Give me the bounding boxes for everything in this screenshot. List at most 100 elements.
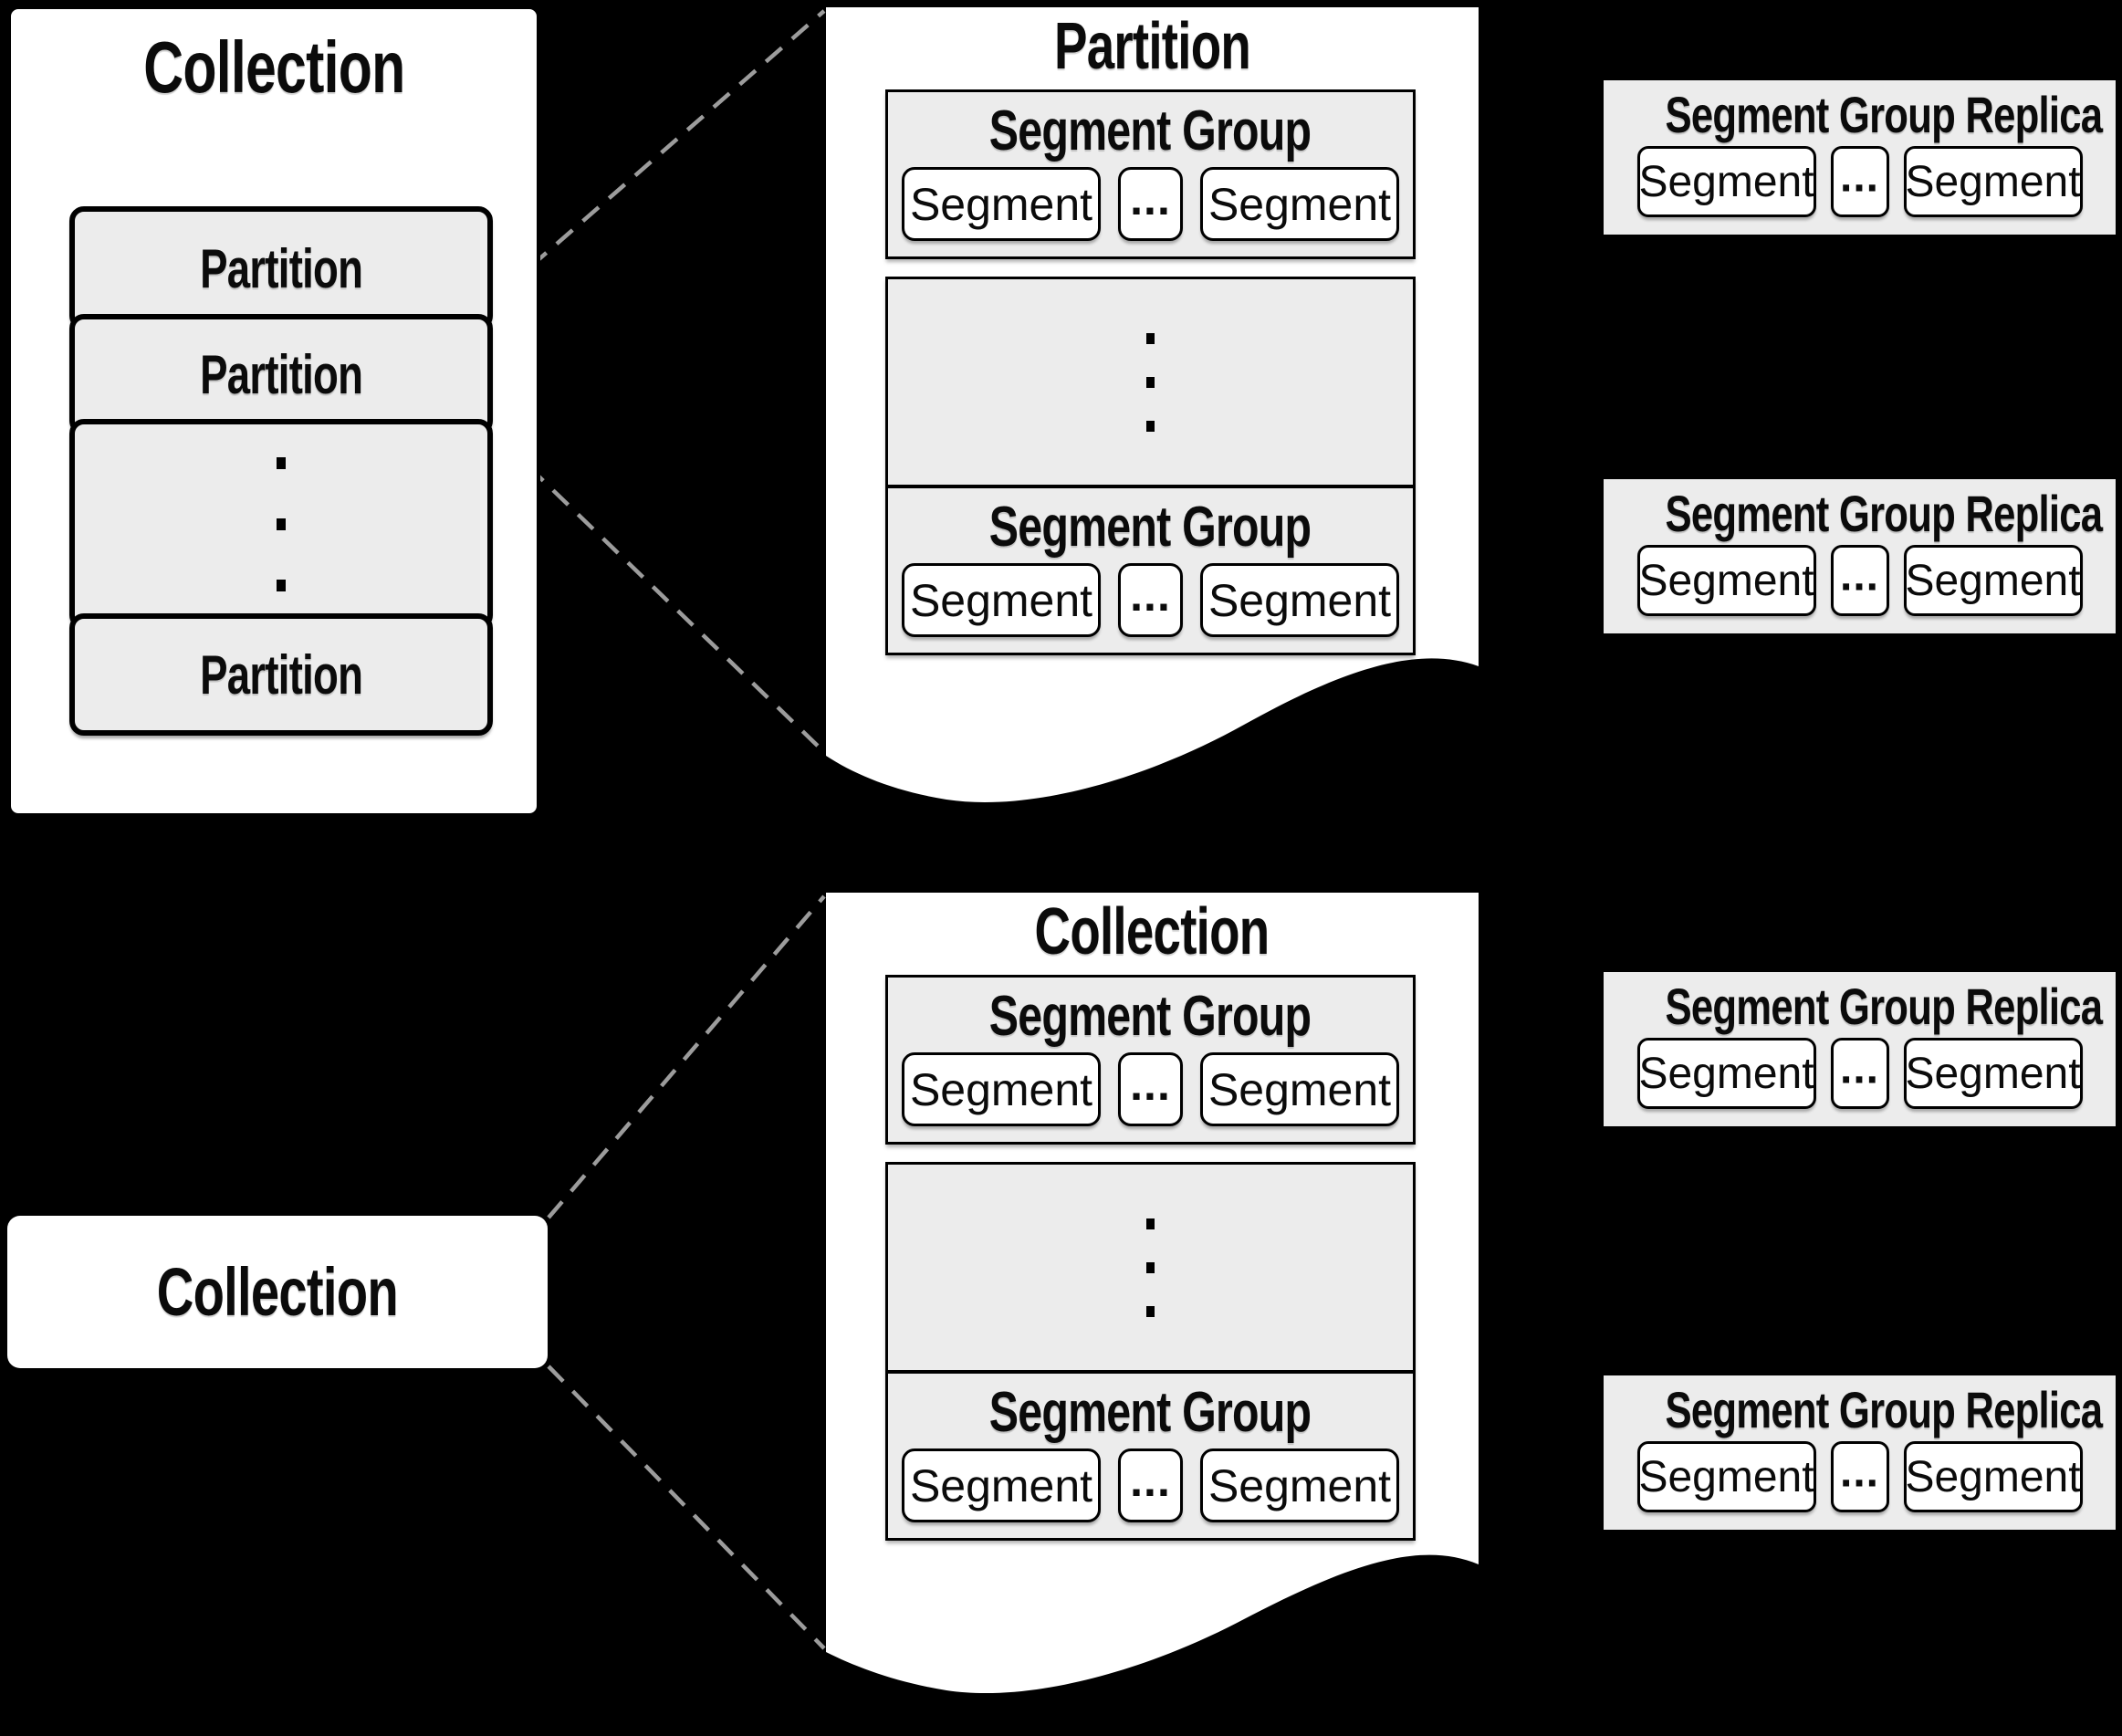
partition-row-3-label: Partition bbox=[199, 643, 363, 706]
horizontal-ellipsis: ... bbox=[1130, 569, 1171, 621]
segment-label: Segment bbox=[1905, 157, 2081, 206]
segment-group-replica-box: Segment Group Replica Segment ... Segmen… bbox=[1602, 78, 2117, 236]
segment-label: Segment bbox=[1638, 157, 1814, 206]
vertical-ellipsis-icon bbox=[1146, 1305, 1155, 1317]
horizontal-ellipsis: ... bbox=[1839, 1044, 1879, 1093]
horizontal-ellipsis: ... bbox=[1839, 1448, 1879, 1496]
segment-group-panel: Segment Group Segment ... Segment bbox=[885, 975, 1416, 1145]
segment-group-title-text: Segment Group bbox=[989, 1381, 1312, 1444]
partition-sheet-title-text: Partition bbox=[1053, 10, 1251, 83]
segment-box: Segment bbox=[902, 1448, 1101, 1522]
collection-detail-sheet: Collection Segment Group Segment ... Seg… bbox=[826, 893, 1479, 1714]
segment-box: Segment bbox=[1903, 1441, 2083, 1512]
connector-collection-to-sheet-bottom bbox=[547, 1365, 826, 1650]
segment-label: Segment bbox=[1638, 556, 1814, 605]
segment-label: Segment bbox=[909, 178, 1093, 230]
horizontal-ellipsis: ... bbox=[1839, 551, 1879, 600]
partition-row-2-label: Partition bbox=[199, 344, 363, 405]
replica-title-text: Segment Group Replica bbox=[1665, 485, 2104, 542]
segment-label: Segment bbox=[1638, 1049, 1814, 1098]
segment-group-title: Segment Group bbox=[888, 92, 1413, 162]
vertical-ellipsis-icon bbox=[277, 457, 286, 469]
segment-box: Segment bbox=[1903, 545, 2083, 616]
segment-ellipsis-box: ... bbox=[1830, 545, 1889, 616]
segment-box: Segment bbox=[902, 167, 1101, 241]
partition-row-1-label: Partition bbox=[199, 237, 363, 299]
segment-box: Segment bbox=[1200, 563, 1399, 637]
partition-row-2: Partition bbox=[69, 314, 493, 435]
segment-ellipsis-box: ... bbox=[1118, 1052, 1183, 1126]
segment-label: Segment bbox=[909, 574, 1093, 626]
segment-group-replica-box: Segment Group Replica Segment ... Segmen… bbox=[1602, 970, 2117, 1128]
segment-label: Segment bbox=[1207, 574, 1392, 626]
segment-label: Segment bbox=[1905, 1452, 2081, 1501]
segment-ellipsis-box: ... bbox=[1830, 1038, 1889, 1109]
segment-row: Segment ... Segment bbox=[1604, 545, 2116, 616]
segment-box: Segment bbox=[1636, 146, 1816, 217]
replica-title-text: Segment Group Replica bbox=[1665, 978, 2104, 1035]
horizontal-ellipsis: ... bbox=[1130, 1454, 1171, 1506]
segment-group-title-text: Segment Group bbox=[989, 496, 1312, 559]
segment-group-ellipsis-panel bbox=[885, 1162, 1416, 1373]
segment-ellipsis-box: ... bbox=[1118, 167, 1183, 241]
segment-group-ellipsis-panel bbox=[885, 277, 1416, 487]
segment-label: Segment bbox=[1638, 1452, 1814, 1501]
segment-group-title-text: Segment Group bbox=[989, 99, 1312, 162]
horizontal-ellipsis: ... bbox=[1130, 1058, 1171, 1110]
segment-box: Segment bbox=[1636, 1441, 1816, 1512]
segment-box: Segment bbox=[1636, 545, 1816, 616]
collection-node: Collection bbox=[7, 1216, 548, 1368]
vertical-ellipsis-icon bbox=[1146, 1218, 1155, 1229]
segment-box: Segment bbox=[1903, 146, 2083, 217]
segment-ellipsis-box: ... bbox=[1830, 146, 1889, 217]
collection-sheet-title: Collection bbox=[826, 895, 1479, 968]
segment-box: Segment bbox=[1200, 1448, 1399, 1522]
segment-group-panel: Segment Group Segment ... Segment bbox=[885, 486, 1416, 655]
vertical-ellipsis-icon bbox=[1146, 1261, 1155, 1273]
segment-label: Segment bbox=[1207, 1459, 1392, 1511]
segment-group-replica-box: Segment Group Replica Segment ... Segmen… bbox=[1602, 477, 2117, 635]
partition-row-1: Partition bbox=[69, 206, 493, 330]
horizontal-ellipsis: ... bbox=[1839, 152, 1879, 201]
segment-label: Segment bbox=[1207, 178, 1392, 230]
collection-sheet-title-text: Collection bbox=[1035, 895, 1270, 968]
segment-row: Segment ... Segment bbox=[888, 563, 1413, 637]
segment-row: Segment ... Segment bbox=[888, 1052, 1413, 1126]
replica-title: Segment Group Replica bbox=[1604, 479, 2116, 541]
horizontal-ellipsis: ... bbox=[1130, 173, 1171, 225]
collection-box-title: Collection bbox=[11, 29, 537, 106]
segment-ellipsis-box: ... bbox=[1118, 1448, 1183, 1522]
segment-box: Segment bbox=[1200, 167, 1399, 241]
partition-detail-sheet: Partition Segment Group Segment ... Segm… bbox=[826, 7, 1479, 820]
segment-row: Segment ... Segment bbox=[888, 1448, 1413, 1522]
segment-row: Segment ... Segment bbox=[1604, 146, 2116, 217]
segment-group-title: Segment Group bbox=[888, 978, 1413, 1047]
segment-label: Segment bbox=[909, 1459, 1093, 1511]
collection-node-label: Collection bbox=[156, 1254, 399, 1330]
collection-box-title-text: Collection bbox=[142, 26, 405, 108]
vertical-ellipsis-icon bbox=[1146, 376, 1155, 388]
replica-title: Segment Group Replica bbox=[1604, 80, 2116, 142]
segment-group-panel: Segment Group Segment ... Segment bbox=[885, 1371, 1416, 1541]
segment-label: Segment bbox=[909, 1063, 1093, 1115]
replica-title-text: Segment Group Replica bbox=[1665, 86, 2104, 143]
segment-box: Segment bbox=[902, 563, 1101, 637]
segment-row: Segment ... Segment bbox=[1604, 1038, 2116, 1109]
collection-box: Collection Partition Partition Partition bbox=[7, 5, 540, 817]
partition-row-3: Partition bbox=[69, 613, 493, 736]
segment-box: Segment bbox=[1636, 1038, 1816, 1109]
segment-group-title: Segment Group bbox=[888, 1374, 1413, 1443]
partition-sheet-title: Partition bbox=[826, 10, 1479, 83]
segment-ellipsis-box: ... bbox=[1118, 563, 1183, 637]
vertical-ellipsis-icon bbox=[1146, 332, 1155, 344]
segment-box: Segment bbox=[902, 1052, 1101, 1126]
connector-collection-to-sheet-top bbox=[547, 894, 826, 1219]
segment-box: Segment bbox=[1903, 1038, 2083, 1109]
replica-title: Segment Group Replica bbox=[1604, 1375, 2116, 1438]
replica-title-text: Segment Group Replica bbox=[1665, 1381, 2104, 1438]
segment-row: Segment ... Segment bbox=[1604, 1441, 2116, 1512]
replica-title: Segment Group Replica bbox=[1604, 972, 2116, 1034]
segment-label: Segment bbox=[1905, 1049, 2081, 1098]
vertical-ellipsis-icon bbox=[277, 580, 286, 591]
